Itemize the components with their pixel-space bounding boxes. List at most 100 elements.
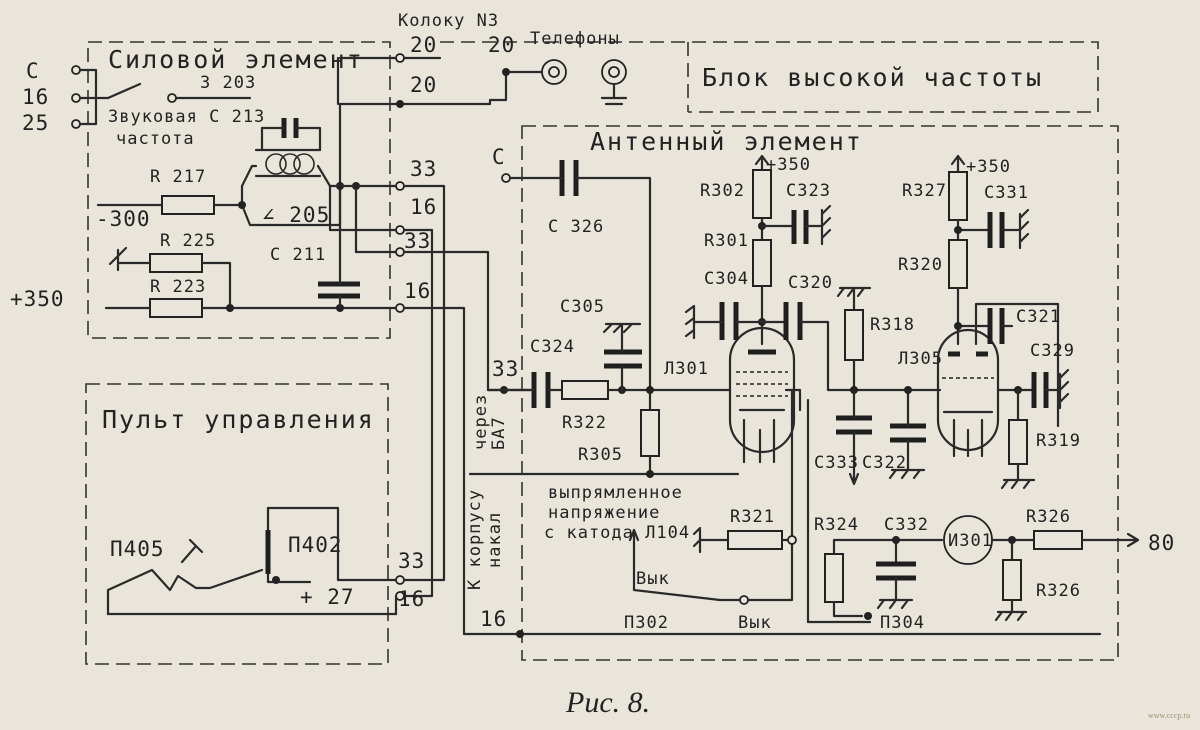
label-p302: П302 (624, 613, 669, 633)
c211-capacitor (318, 281, 360, 299)
control-panel-wiring (106, 506, 405, 616)
label-c322: С322 (862, 453, 907, 473)
label-c304: С304 (704, 269, 749, 289)
label-r217: R 217 (150, 167, 206, 187)
bus-wires (402, 184, 1102, 636)
label-r322: R322 (562, 413, 607, 433)
r225-resistor (149, 253, 203, 273)
l205-inductor (240, 126, 332, 188)
c332-capacitor (876, 561, 916, 581)
r301-resistor (752, 239, 772, 287)
terminal-c-input: С (492, 145, 506, 169)
input-terminals (71, 65, 252, 129)
c326-capacitor (559, 160, 579, 196)
label-vypr1: выпрямленное (548, 483, 683, 503)
label-plus350-a: +350 (766, 155, 811, 175)
wire-telephone (336, 56, 544, 106)
c331-capacitor (987, 212, 1005, 248)
r326-resistor (1033, 530, 1083, 550)
label-16-a: 16 (410, 195, 437, 219)
c333-capacitor (836, 415, 872, 435)
label-plus350-b: +350 (966, 157, 1011, 177)
label-cherez: через (471, 394, 491, 450)
label-ba7: БА7 (489, 416, 509, 450)
control-block-title: Пульт управления (102, 405, 375, 434)
terminal-plus27: + 27 (300, 585, 355, 609)
r327-resistor (948, 171, 968, 221)
terminal-80: 80 (1148, 531, 1175, 555)
c320-capacitor (783, 302, 803, 340)
c321-capacitor (987, 308, 1005, 344)
label-c211: С 211 (270, 245, 326, 265)
watermark: www.cccp.ru (1148, 711, 1190, 720)
c305-capacitor (604, 349, 642, 369)
label-c329: С329 (1030, 341, 1075, 361)
l305-tube (936, 328, 1000, 458)
label-l301: Л301 (664, 359, 709, 379)
r223-resistor (149, 298, 203, 318)
label-l205: ∠ 205 (262, 203, 330, 227)
label-l305: Л305 (898, 349, 943, 369)
label-c305: С305 (560, 297, 605, 317)
r305-resistor (640, 409, 660, 457)
label-p402: П402 (288, 533, 343, 557)
r328-resistor (1002, 559, 1022, 601)
label-33-d: 33 (398, 549, 425, 573)
label-r318: R318 (870, 315, 915, 335)
power-block-outline (87, 41, 391, 339)
label-33-b: 33 (404, 229, 431, 253)
label-p405: П405 (110, 537, 165, 561)
label-c333: С333 (814, 453, 859, 473)
terminal-plus350: +350 (10, 287, 65, 311)
power-block-title: Силовой элемент (108, 45, 364, 74)
label-vyk-b: Вык (738, 613, 772, 633)
terminal-minus300: -300 (96, 207, 151, 231)
label-r321: R321 (730, 507, 775, 527)
label-33-a: 33 (410, 157, 437, 181)
telephone-jacks (541, 59, 628, 106)
c213-capacitor (260, 118, 322, 152)
r322-resistor (561, 380, 609, 400)
antenna-block-outline (521, 125, 1119, 661)
label-c331: С331 (984, 183, 1029, 203)
label-r305: R305 (578, 445, 623, 465)
c323-capacitor (791, 210, 809, 244)
hf-block-title: Блок высокой частоты (702, 63, 1043, 92)
label-c332: С332 (884, 515, 929, 535)
label-z203: З 203 (200, 73, 256, 93)
r318-resistor (844, 309, 864, 361)
r217-resistor (161, 195, 215, 215)
r321-resistor (727, 530, 783, 550)
c322-capacitor (890, 423, 926, 443)
label-16-b: 16 (404, 279, 431, 303)
label-20-b: 20 (488, 33, 515, 57)
label-r301: R301 (704, 231, 749, 251)
label-20-c: 20 (410, 73, 437, 97)
label-k-korpusu: К корпусу (465, 489, 485, 590)
label-vypr3: с катода Л104 (544, 523, 690, 543)
antenna-block-title: Антенный элемент (590, 127, 863, 156)
label-r327: R327 (902, 181, 947, 201)
label-c324: С324 (530, 337, 575, 357)
label-r225: R 225 (160, 231, 216, 251)
c329-capacitor (1031, 372, 1049, 408)
label-kolonka: Колоку N3 (398, 11, 499, 31)
label-p304: П304 (880, 613, 925, 633)
label-i301: И301 (948, 531, 993, 551)
r324-resistor (824, 553, 844, 603)
label-vypr2: напряжение (548, 503, 660, 523)
block-outlines (85, 41, 1119, 665)
terminal-25: 25 (22, 111, 49, 135)
label-chastota: частота (116, 129, 195, 149)
hf-block-outline (440, 41, 1099, 113)
label-vyk-a: Вык (636, 569, 670, 589)
l301-tube (728, 326, 802, 464)
label-33-c: 33 (492, 357, 519, 381)
label-nakal: накал (485, 512, 505, 568)
label-r319: R319 (1036, 431, 1081, 451)
label-c321: С321 (1016, 307, 1061, 327)
label-r223: R 223 (150, 277, 206, 297)
control-block-outline (85, 383, 389, 665)
figure-caption: Рис. 8. (565, 686, 650, 719)
